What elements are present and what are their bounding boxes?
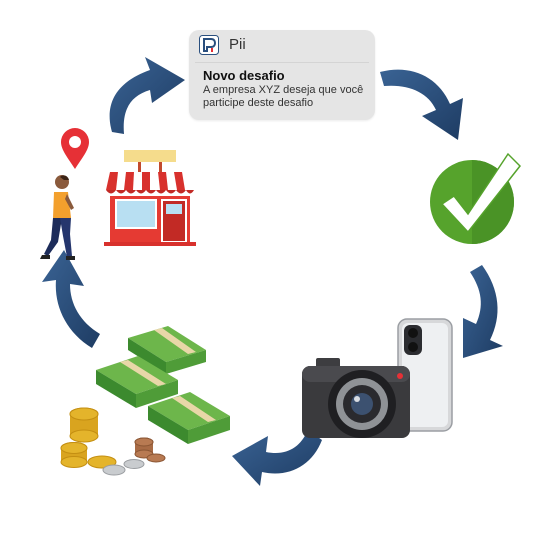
store-icon <box>104 150 196 246</box>
notification-title: Novo desafio <box>203 68 285 83</box>
cycle-arrow-3 <box>463 265 503 358</box>
walking-person-icon <box>40 175 75 260</box>
check-icon <box>430 152 522 244</box>
location-pin-icon <box>61 128 89 169</box>
notification-divider <box>195 62 369 63</box>
cycle-arrow-5 <box>42 250 100 348</box>
cycle-arrow-2 <box>380 69 463 140</box>
cycle-arrow-4 <box>232 430 322 486</box>
coins-icon <box>60 407 166 476</box>
smartphone-icon <box>397 318 453 432</box>
notification-app-name: Pii <box>229 36 246 53</box>
cycle-arrow-1 <box>109 57 185 134</box>
notification-app-icon <box>199 35 219 55</box>
camera-icon <box>302 358 410 438</box>
money-stack-icon <box>96 326 230 444</box>
notification-card[interactable]: Pii Novo desafio A empresa XYZ deseja qu… <box>189 30 375 120</box>
notification-body: A empresa XYZ deseja que você participe … <box>203 84 364 109</box>
